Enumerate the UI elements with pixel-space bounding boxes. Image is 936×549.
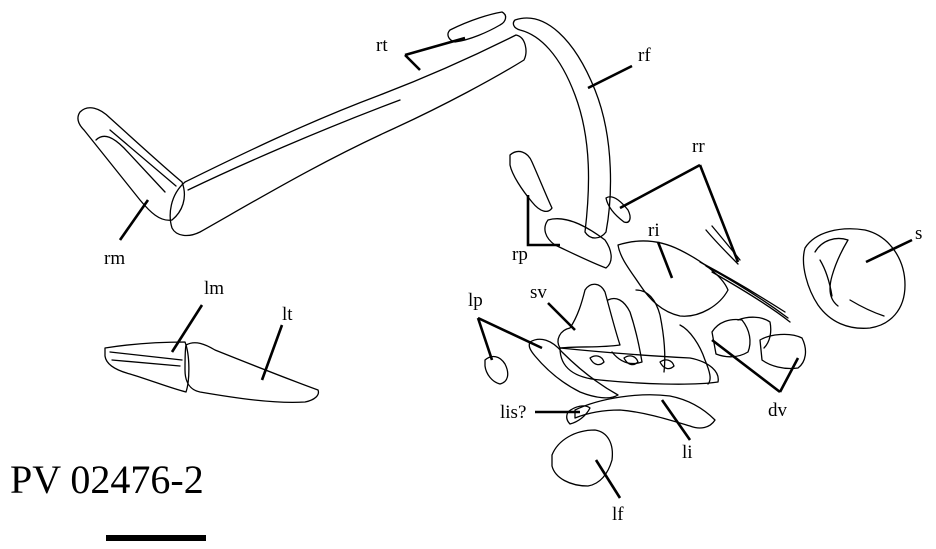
label-rp: rp — [512, 244, 528, 265]
label-rr: rr — [692, 136, 705, 157]
li-pointer — [660, 399, 692, 441]
label-dv: dv — [768, 400, 788, 421]
left-metatarsals — [104, 341, 190, 393]
right-femur — [512, 17, 612, 239]
label-s: s — [915, 223, 922, 244]
label-rf: rf — [638, 45, 651, 66]
right-rib-1 — [605, 196, 631, 224]
label-lm: lm — [204, 278, 224, 299]
label-sv: sv — [530, 282, 547, 303]
dorsal-vertebrae — [679, 316, 807, 385]
label-lis: lis? — [500, 402, 526, 423]
rm-pointer — [118, 199, 150, 241]
label-lp: lp — [468, 290, 483, 311]
left-tibia — [184, 342, 320, 404]
label-rm: rm — [104, 248, 125, 269]
lt-pointer — [260, 324, 284, 381]
rp-pointer — [526, 195, 560, 247]
rr-pointer — [619, 163, 740, 263]
left-ischium — [566, 405, 591, 425]
pointer-lines — [118, 36, 913, 499]
left-ilium — [574, 394, 716, 429]
right-pubis — [509, 150, 612, 269]
sacral-vertebrae — [557, 283, 719, 385]
rt-pointer — [404, 36, 466, 71]
sternal-element — [802, 228, 906, 329]
right-metatarsals — [77, 107, 186, 221]
right-tibia-proximal-fragment — [447, 11, 507, 43]
ri-pointer — [656, 241, 674, 279]
lp-pointer — [476, 316, 543, 361]
s-pointer — [865, 238, 913, 264]
right-tibia — [169, 34, 527, 237]
right-ribs — [699, 225, 791, 323]
sv-pointer — [547, 302, 576, 331]
label-lf: lf — [612, 504, 624, 525]
left-femur — [551, 429, 614, 487]
left-pubis — [484, 338, 619, 399]
rf-pointer — [587, 64, 633, 90]
dv-pointer — [711, 338, 800, 394]
scale-bar — [106, 535, 206, 541]
label-li: li — [682, 442, 693, 463]
lf-pointer — [594, 459, 622, 499]
label-lt: lt — [282, 304, 293, 325]
specimen-number: PV 02476-2 — [10, 457, 204, 502]
right-ilium — [617, 240, 729, 317]
label-ri: ri — [648, 220, 660, 241]
label-rt: rt — [376, 35, 388, 56]
lm-pointer — [170, 304, 204, 353]
